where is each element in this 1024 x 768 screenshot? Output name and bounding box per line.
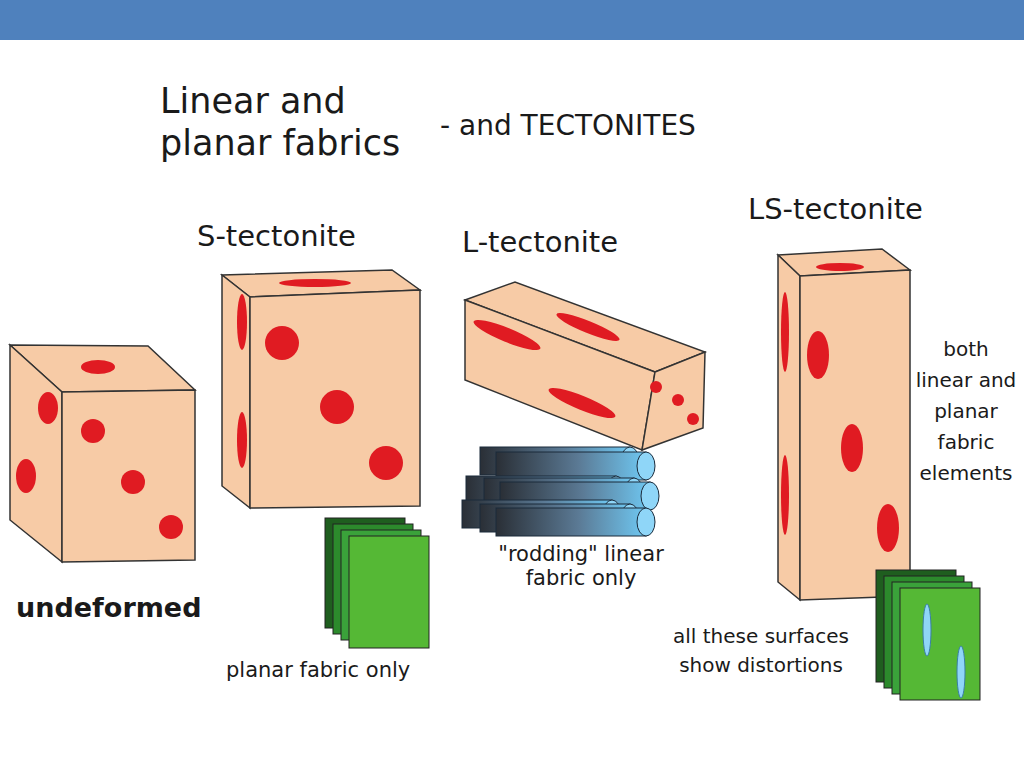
header-bar [0,0,1024,40]
type-heading: undeformed [16,592,201,623]
type-heading: S-tectonite [197,220,356,253]
type-heading: LS-tectonite [748,193,923,226]
title: Linear and planar fabrics [160,80,450,164]
note: both linear and planar fabric elements [912,334,1020,489]
note: planar fabric only [226,658,410,682]
undeformed-cube [10,345,195,562]
planar-sheets [325,518,429,648]
rodding-rods [462,447,659,536]
distorted-sheets [876,570,980,700]
s-tectonite-block [222,270,420,508]
l-tectonite-block [465,282,705,450]
type-heading: L-tectonite [462,226,618,259]
note: "rodding" linear fabric only [466,542,696,590]
subtitle: - and TECTONITES [440,110,696,142]
note: all these surfaces show distortions [648,622,874,680]
ls-tectonite-block [778,249,910,600]
